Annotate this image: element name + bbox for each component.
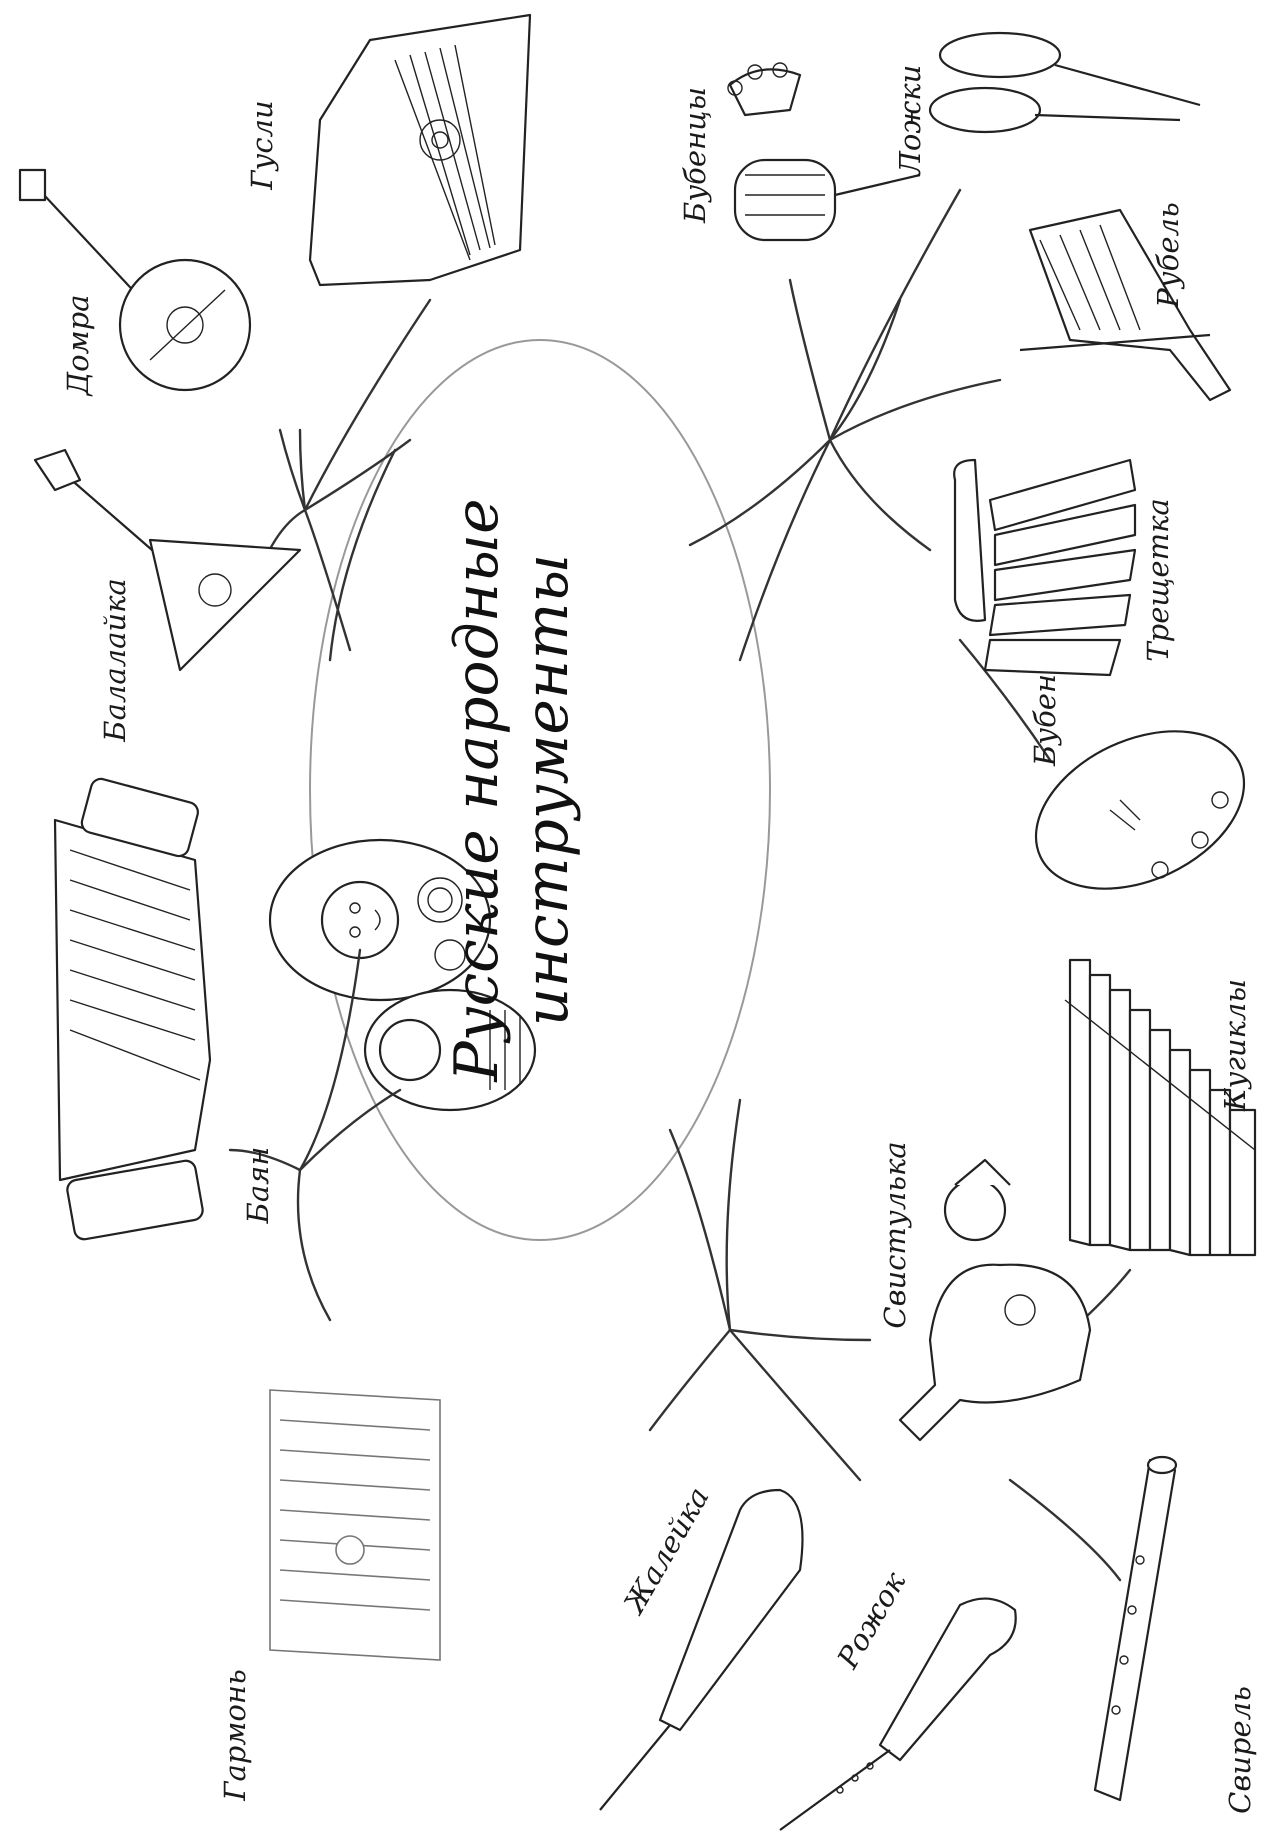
- label-kugikly: Кугиклы: [1218, 979, 1252, 1112]
- label-svirel: Свирель: [1223, 1686, 1257, 1814]
- gusli-illustration: [308, 13, 532, 287]
- garmon-illustration: [269, 1389, 441, 1661]
- kugikly-illustration: [1064, 958, 1257, 1257]
- bubentsy-illustration: [727, 62, 921, 242]
- label-buben: Бубен: [1028, 674, 1062, 767]
- balalaika-illustration: [33, 448, 302, 672]
- branch-bottom-right: [648, 1098, 1132, 1582]
- title-line1: Русские народные: [442, 498, 512, 1082]
- label-gusli: Гусли: [245, 100, 279, 190]
- dolls-illustration: [268, 838, 537, 1112]
- lozhki-illustration: [928, 31, 1201, 134]
- label-rubel: Рубель: [1151, 202, 1185, 308]
- rozhok-illustration: [779, 1597, 1017, 1831]
- treshchotka-illustration: [953, 458, 1137, 677]
- svirel-illustration: [1093, 1455, 1178, 1802]
- title-group: Русские народные инструменты: [442, 498, 582, 1082]
- label-treshchotka: Трещетка: [1141, 498, 1175, 661]
- bayan-illustration: [53, 777, 212, 1241]
- label-balalaika: Балалайка: [98, 578, 132, 742]
- buben-illustration: [1034, 730, 1246, 890]
- zhaleika-illustration: [599, 1488, 804, 1811]
- domra-illustration: [18, 168, 252, 392]
- label-svistulka: Свистулька: [878, 1141, 912, 1328]
- svistulka-illustration: [898, 1158, 1092, 1442]
- label-rozhok: Рожок: [830, 1566, 913, 1675]
- label-zhaleika: Жалейка: [616, 1481, 716, 1620]
- label-domra: Домра: [61, 295, 95, 398]
- label-lozhki: Ложки: [893, 65, 927, 178]
- label-bubentsy: Бубенцы: [678, 87, 712, 224]
- branch-top-left: [248, 298, 432, 662]
- label-garmon: Гармонь: [218, 1669, 252, 1801]
- branch-bottom-left: [228, 948, 402, 1322]
- branch-top-right: [688, 188, 1052, 762]
- title-line2: инструменты: [512, 554, 582, 1026]
- label-bayan: Баян: [241, 1147, 275, 1225]
- rubel-illustration: [1019, 208, 1232, 402]
